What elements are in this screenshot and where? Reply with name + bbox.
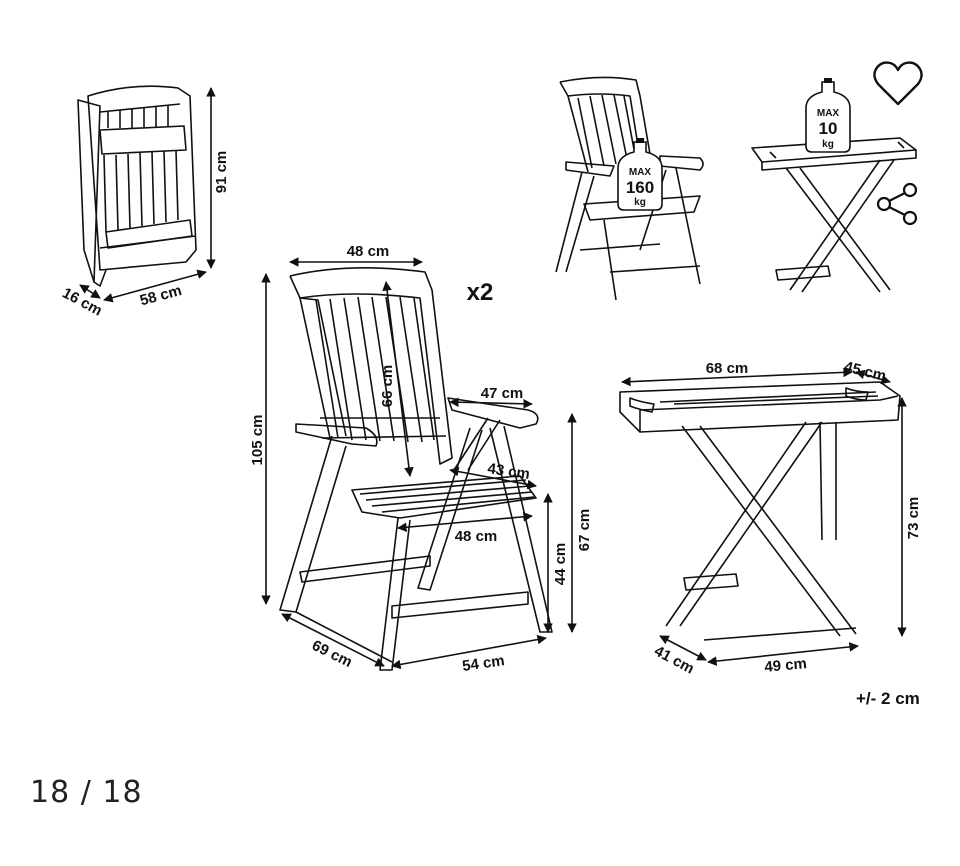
table-width-label: 45 cm bbox=[842, 358, 887, 385]
folded-width-line bbox=[103, 269, 207, 303]
chair-back-height-line bbox=[382, 281, 414, 477]
chair-back-width-label: 48 cm bbox=[347, 243, 390, 260]
table-base-width-line bbox=[707, 642, 859, 666]
table-base-depth-line bbox=[659, 635, 707, 661]
chair-armrest-height-label: 67 cm bbox=[576, 509, 593, 552]
chair-back-height-label: 66 cm bbox=[379, 365, 396, 408]
chair-seat-width-line bbox=[397, 511, 533, 533]
chair-seat-depth-line bbox=[449, 466, 537, 490]
chair-seat-height-label: 44 cm bbox=[552, 543, 569, 586]
image-counter: 18 / 18 bbox=[30, 775, 143, 810]
table-length-line bbox=[621, 367, 853, 387]
chair-weight-badge: MAX 160 kg bbox=[617, 138, 663, 211]
chair-width-line bbox=[391, 634, 547, 670]
tray-load-unit: kg bbox=[822, 139, 834, 150]
table-width-line bbox=[855, 369, 891, 385]
table-height-label: 73 cm bbox=[905, 497, 922, 540]
folded-width-label: 58 cm bbox=[138, 282, 183, 309]
share-icon bbox=[876, 182, 918, 226]
chair-seat-width-label: 48 cm bbox=[455, 528, 498, 545]
chair-width-label: 54 cm bbox=[461, 652, 505, 675]
chair-armrest-line bbox=[449, 397, 533, 409]
chair-seat-depth-label: 43 cm bbox=[486, 460, 530, 483]
tolerance-note: +/- 2 cm bbox=[856, 689, 920, 708]
table-base-depth-label: 41 cm bbox=[651, 643, 697, 678]
tray-load-max: MAX bbox=[817, 108, 840, 119]
tray-load-value: 10 bbox=[819, 119, 838, 138]
chair-depth-label: 69 cm bbox=[309, 637, 355, 671]
chair-total-height-label: 105 cm bbox=[249, 415, 266, 466]
quantity-label: x2 bbox=[467, 279, 494, 306]
chair-depth-line bbox=[281, 613, 385, 667]
chair-armrest-label: 47 cm bbox=[481, 385, 524, 402]
folded-depth-line bbox=[79, 284, 101, 299]
folded-depth-label: 16 cm bbox=[59, 285, 105, 320]
chair-illustration bbox=[279, 267, 553, 671]
folded-height-label: 91 cm bbox=[213, 151, 230, 194]
heart-icon bbox=[873, 61, 923, 106]
chair-load-max: MAX bbox=[629, 167, 652, 178]
table-base-width-label: 49 cm bbox=[764, 655, 808, 676]
chair-load-value: 160 bbox=[626, 178, 654, 197]
table-illustration bbox=[619, 381, 901, 641]
share-button[interactable] bbox=[872, 182, 922, 226]
favorite-button[interactable] bbox=[870, 58, 926, 110]
chair-load-unit: kg bbox=[634, 197, 646, 208]
tray-weight-badge: MAX 10 kg bbox=[805, 78, 851, 153]
table-length-label: 68 cm bbox=[706, 360, 749, 377]
folded-chair-illustration bbox=[77, 85, 197, 287]
